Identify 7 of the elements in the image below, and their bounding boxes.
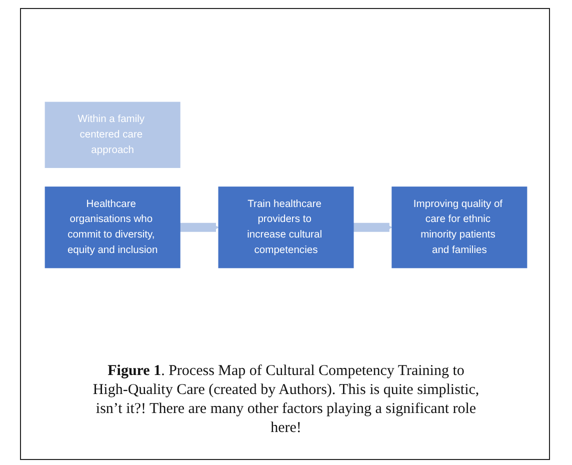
node-box: Within a family centered care approach bbox=[44, 102, 180, 168]
arrow bbox=[352, 222, 392, 232]
node-box: Improving quality of care for ethnic minority patients and families bbox=[392, 186, 528, 268]
figure-caption: Figure 1. Process Map of Cultural Competency Training to High-Quality Care (created by Authors). This is quite simplistic, isn’t it?! There are many other factors playing a significant role here! bbox=[92, 362, 480, 438]
arrow bbox=[178, 222, 219, 232]
node-box: Healthcare organisations who commit to diversity, equity and inclusion bbox=[44, 186, 180, 268]
node-box: Train healthcare providers to increase cultural competencies bbox=[218, 186, 354, 268]
